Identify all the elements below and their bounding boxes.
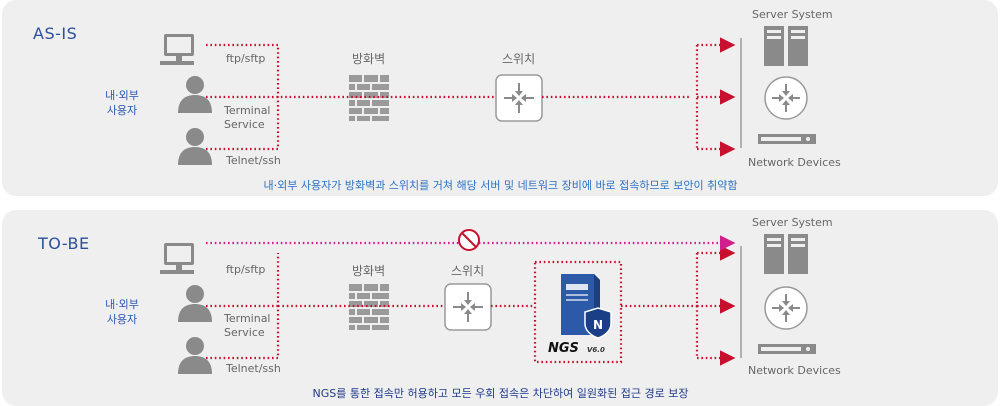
to-be-panel	[2, 210, 998, 406]
tobe-network-devices-label: Network Devices	[748, 364, 841, 377]
blocked-icon	[458, 229, 480, 251]
tobe-ftp-label: ftp/sftp	[226, 263, 266, 276]
asis-switch-icon	[495, 74, 543, 122]
tobe-server-icon	[764, 234, 808, 274]
asis-connection-lines	[206, 37, 736, 157]
tobe-firewall-icon	[348, 283, 390, 331]
tobe-server-system-label: Server System	[752, 216, 833, 229]
asis-appliance-icon	[758, 134, 816, 144]
to-be-title: TO-BE	[38, 234, 90, 253]
svg-text:N: N	[593, 318, 603, 332]
ngs-version-text: V6.0	[587, 346, 605, 354]
tobe-telnet-label: Telnet/ssh	[226, 362, 281, 375]
tobe-terminal-line1: Terminal	[224, 312, 271, 325]
ngs-logo-text: NGS	[548, 341, 579, 356]
asis-terminal-line1: Terminal	[224, 104, 271, 117]
tobe-users-label: 내·외부 사용자	[100, 297, 144, 327]
tobe-switch-icon	[444, 283, 492, 331]
asis-server-icon	[764, 26, 808, 66]
as-is-title: AS-IS	[33, 24, 78, 43]
tobe-users-line2: 사용자	[106, 313, 138, 326]
asis-monitor-icon	[160, 34, 194, 65]
tobe-firewall-label: 방화벽	[352, 264, 386, 278]
asis-switch-label: 스위치	[502, 52, 536, 66]
asis-person-icon-1	[178, 76, 212, 113]
tobe-terminal-line2: Service	[224, 326, 265, 339]
asis-server-system-label: Server System	[752, 8, 833, 21]
asis-router-icon	[764, 76, 808, 120]
asis-firewall-label: 방화벽	[352, 52, 386, 66]
ngs-server-icon: N	[561, 274, 612, 339]
tobe-users-line1: 내·외부	[105, 298, 139, 311]
asis-caption: 내·외부 사용자가 방화벽과 스위치를 거쳐 해당 서버 및 네트워크 장비에 …	[263, 179, 738, 192]
asis-users-line1: 내·외부	[105, 89, 139, 102]
asis-users-line2: 사용자	[106, 104, 138, 117]
asis-telnet-label: Telnet/ssh	[226, 154, 281, 167]
tobe-connection-lines	[206, 245, 736, 366]
asis-ftp-label: ftp/sftp	[226, 52, 266, 65]
tobe-person-icon-2	[178, 337, 212, 374]
tobe-monitor-icon	[160, 243, 194, 274]
tobe-router-icon	[764, 286, 808, 330]
tobe-person-icon-1	[178, 285, 212, 322]
asis-terminal-line2: Service	[224, 118, 265, 131]
tobe-caption: NGS를 통한 접속만 허용하고 모든 우회 접속은 차단하여 일원화된 접근 …	[312, 387, 689, 400]
asis-network-devices-label: Network Devices	[748, 156, 841, 169]
tobe-appliance-icon	[758, 344, 816, 354]
ngs-highlight-box	[533, 260, 623, 364]
tobe-switch-label: 스위치	[451, 264, 485, 278]
asis-person-icon-2	[178, 128, 212, 165]
asis-users-label: 내·외부 사용자	[100, 88, 144, 118]
